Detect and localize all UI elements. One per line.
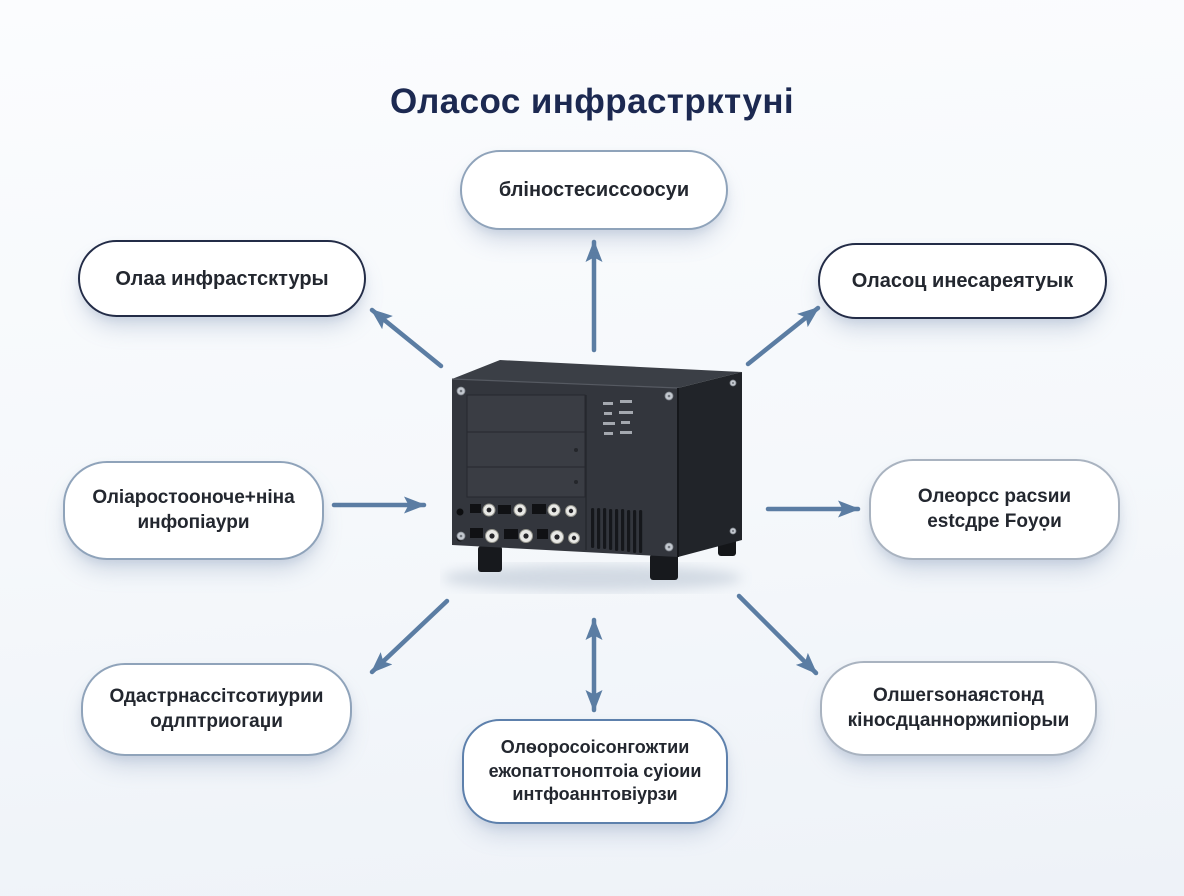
industrial-computer-image xyxy=(442,360,742,591)
node-label: Оласоц инесареятуык xyxy=(851,270,1074,292)
diagram-node-mid-left: Оліаростооноче+ніна инфопіаури xyxy=(63,461,324,560)
arrow-device-to-top-left xyxy=(369,307,444,369)
node-label: кіносдцанноржипіорыи xyxy=(847,709,1070,731)
node-label: интфоаннтовіурзи xyxy=(512,784,678,805)
arrow-device-to-bottom-left xyxy=(369,598,450,675)
node-label: Олаа инфрастсктуры xyxy=(115,267,329,290)
diagram-node-top-right: Оласоц инесареятуык xyxy=(818,243,1107,319)
node-label: Олѳоросоісонгожтии xyxy=(500,737,690,758)
device-panel-label xyxy=(603,400,633,435)
diagram-node-bottom-left: Одастрнассітсотиурии одлптриогаџи xyxy=(81,663,352,756)
node-label: Одастрнассітсотиурии xyxy=(109,685,324,707)
node-label: Олеорсс расѕии xyxy=(917,485,1072,507)
device-top-face xyxy=(452,360,742,388)
node-label: инфопіаури xyxy=(137,511,250,533)
diagram-node-top-center: бліностесиссоосуи xyxy=(460,150,728,230)
node-label: Оліаростооноче+ніна xyxy=(92,486,295,508)
device-side-face xyxy=(678,372,742,557)
diagram-node-mid-right: Олеорсс расѕии estсдре Foyọи xyxy=(869,459,1120,560)
diagram-node-bottom-right: Олшегѕонаястонд кіносдцанноржипіорыи xyxy=(820,661,1097,756)
node-label: одлптриогаџи xyxy=(150,710,283,732)
node-label: бліностесиссоосуи xyxy=(498,179,690,201)
diagram-node-bottom-center: Олѳоросоісонгожтии ежопаттоноптоіа суіои… xyxy=(462,719,728,824)
device-drive-bays xyxy=(466,394,587,550)
arrow-device-to-bottom-right xyxy=(736,593,819,676)
diagram-node-top-left: Олаа инфрастсктуры xyxy=(78,240,366,317)
node-label: Олшегѕонаястонд xyxy=(873,684,1044,706)
device-vent-slots xyxy=(591,508,643,553)
node-label: estсдре Foyọи xyxy=(927,510,1062,532)
device-ports xyxy=(456,503,580,544)
device-screws xyxy=(456,379,737,552)
node-label: ежопаттоноптоіа суіоии xyxy=(488,760,702,781)
diagram-title: Оласос инфрастрктуні xyxy=(389,82,794,121)
